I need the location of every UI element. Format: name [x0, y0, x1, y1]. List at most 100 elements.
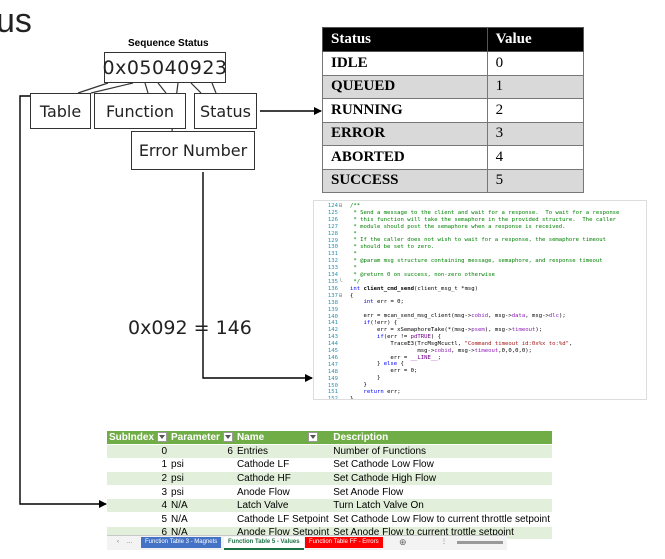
bracket-status-right [211, 82, 217, 94]
code-line: } [350, 375, 381, 382]
cell-description[interactable]: Set Cathode High Flow [331, 471, 553, 486]
fold-markers: ⊟└⊟ [339, 203, 343, 299]
field-table-box: Table [30, 93, 91, 129]
code-line: * Send a message to the client and wait … [350, 209, 620, 216]
cell-description[interactable]: Set Cathode Low Flow [331, 457, 553, 472]
code-line: * [350, 251, 357, 258]
code-line: err = __LINE__; [390, 354, 441, 361]
cell-name[interactable]: Cathode LF Setpoint [234, 511, 332, 527]
name-header[interactable]: Name [234, 431, 332, 445]
cell-parameter[interactable]: psi [169, 484, 235, 499]
status-value: 3 [486, 121, 585, 146]
cell-subindex[interactable]: 1 [107, 457, 170, 472]
code-line: err = 0; [390, 368, 418, 375]
cell-subindex[interactable]: 2 [107, 471, 170, 486]
more-sheets-button[interactable]: ... [127, 539, 133, 545]
cell-name[interactable]: Cathode LF [234, 457, 332, 472]
code-line: { [350, 292, 354, 299]
cell-subindex[interactable]: 3 [107, 484, 170, 499]
cell-description[interactable]: Set Anode Flow [331, 484, 553, 499]
line-number: 124 [327, 203, 338, 209]
horizontal-scrollbar[interactable] [457, 541, 503, 544]
line-number: 131 [327, 251, 338, 258]
code-line: * module should post the semaphore when … [350, 223, 566, 230]
source-code: /** * Send a message to the client and w… [350, 203, 620, 400]
line-number: 150 [327, 382, 338, 389]
status-table-header: Status Value [322, 27, 585, 52]
bracket-function [144, 82, 149, 94]
hex-value: 0x05040923 [102, 56, 228, 79]
code-line: msg->cobid, msg->timeout,0,0,0,0); [417, 347, 532, 354]
cell-subindex[interactable]: 0 [107, 444, 170, 459]
parameter-header[interactable]: Parameter [169, 431, 235, 445]
line-number: 137 [327, 292, 338, 299]
cell-name[interactable]: Anode Flow [234, 484, 332, 499]
line-number: 149 [327, 375, 338, 382]
line-number: 129 [327, 237, 338, 244]
line-number: 141 [327, 320, 338, 327]
cell-name[interactable]: Latch Valve [234, 498, 332, 513]
field-function-box: Function [94, 93, 186, 129]
sheet-options-icon[interactable]: ⋮ [441, 539, 447, 545]
code-line: /** [350, 203, 361, 209]
line-number: 127 [327, 223, 338, 230]
filter-dropdown-icon[interactable] [222, 432, 233, 443]
filter-dropdown-icon[interactable] [157, 432, 168, 443]
scroll-left-icon[interactable]: ‹ [117, 539, 119, 545]
code-line: return err; [363, 389, 401, 396]
code-line: } [350, 382, 367, 389]
line-number: 140 [327, 313, 338, 320]
cell-subindex[interactable]: 5 [107, 511, 170, 527]
value-header: Value [486, 27, 585, 52]
description-header[interactable]: Description [331, 431, 553, 445]
cell-description[interactable]: Turn Latch Valve On [331, 498, 553, 513]
bracket-function-right [157, 82, 167, 94]
cell-parameter[interactable]: N/A [169, 511, 235, 527]
sequence-status-caption: Sequence Status [128, 38, 209, 49]
cell-name[interactable]: Cathode HF [234, 471, 332, 486]
status-value: 0 [486, 51, 585, 76]
cell-parameter[interactable]: N/A [169, 498, 235, 513]
code-line: */ [350, 278, 361, 285]
cell-description[interactable]: Set Cathode Low Flow to current throttle… [331, 511, 553, 527]
sheet-tab-errors[interactable]: Function Table FF - Errors [305, 537, 383, 548]
line-number: 132 [327, 258, 338, 265]
code-line: * If the caller does not wish to wait fo… [350, 237, 606, 244]
status-value: 5 [486, 168, 585, 193]
code-line: * should be set to zero. [350, 244, 435, 251]
code-line: } [350, 395, 354, 400]
bracket-table-right [90, 82, 134, 94]
cell-subindex[interactable]: 4 [107, 498, 170, 513]
sheet-tab-values[interactable]: Function Table 5 - Values [224, 537, 304, 550]
cell-description[interactable]: Number of Functions [331, 444, 553, 459]
cell-parameter[interactable]: psi [169, 457, 235, 472]
subindex-header[interactable]: SubIndex [107, 431, 170, 445]
cell-name[interactable]: Entries [234, 444, 332, 459]
sheet-tab-magnets[interactable]: Function Table 3 - Magnets [141, 537, 222, 548]
add-sheet-icon[interactable]: ⊕ [399, 537, 407, 547]
line-number: 147 [327, 361, 338, 368]
status-value: 2 [486, 98, 585, 123]
status-name: RUNNING [322, 98, 488, 123]
line-number: 152 [327, 396, 338, 400]
cell-parameter[interactable]: psi [169, 471, 235, 486]
status-value: 4 [486, 145, 585, 170]
cell-parameter[interactable]: 6 [169, 444, 235, 459]
filter-dropdown-icon[interactable] [308, 432, 319, 443]
code-line: * this function will take the semaphore … [350, 216, 617, 223]
status-name: QUEUED [322, 74, 488, 99]
code-line: int client_cmd_send(client_msg_t *msg) [350, 285, 479, 292]
